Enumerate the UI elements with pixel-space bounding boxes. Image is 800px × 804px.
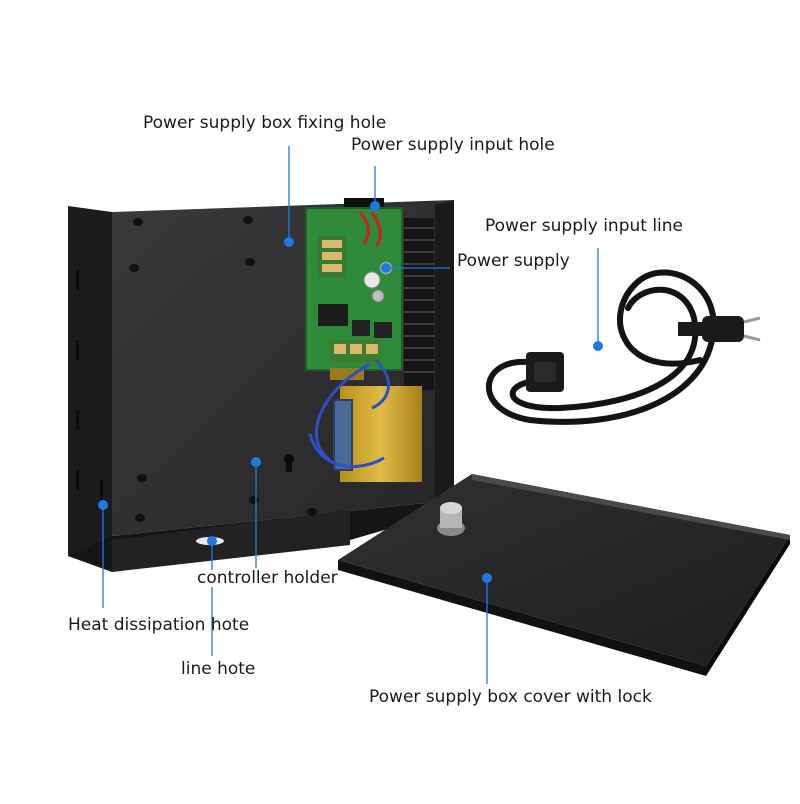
box-bottom-face: [112, 510, 350, 572]
plug: [678, 316, 761, 342]
heat-sink: [404, 218, 434, 390]
label-input-line: Power supply input line: [485, 216, 684, 236]
callout-dot-fixing-hole: [284, 237, 294, 247]
callout-dot-input-hole: [370, 201, 380, 211]
callout-dot-heat-dissipation: [98, 500, 108, 510]
label-line-hole: line hote: [181, 659, 256, 679]
label-controller-holder: controller holder: [197, 568, 338, 588]
cover-lock: [437, 502, 465, 536]
callout-dot-power-supply: [381, 263, 391, 273]
label-heat-dissipation: Heat dissipation hote: [68, 615, 250, 635]
box-cover: [338, 474, 790, 676]
label-fixing-hole: Power supply box fixing hole: [143, 113, 387, 133]
blue-wires: [308, 358, 390, 469]
power-supply-box: [68, 198, 454, 572]
callout-dots: [98, 201, 603, 583]
heat-dissipation-slots: [76, 270, 103, 500]
pcb-board: [305, 207, 403, 371]
box-left-wall: [68, 206, 112, 570]
iec-connector: [526, 352, 564, 392]
transformer: [330, 368, 422, 482]
box-right-wall: [435, 200, 454, 505]
label-power-supply: Power supply: [457, 251, 570, 271]
callout-dot-controller-holder: [251, 457, 261, 467]
label-cover-with-lock: Power supply box cover with lock: [369, 687, 652, 707]
keyhole-slot: [284, 454, 294, 472]
label-input-hole: Power supply input hole: [351, 135, 555, 155]
callout-dot-line-hole: [207, 536, 217, 546]
callout-lines: [102, 146, 599, 684]
callout-dot-input-line: [593, 341, 603, 351]
box-screws: [129, 216, 317, 522]
callout-dot-cover-lock: [482, 573, 492, 583]
